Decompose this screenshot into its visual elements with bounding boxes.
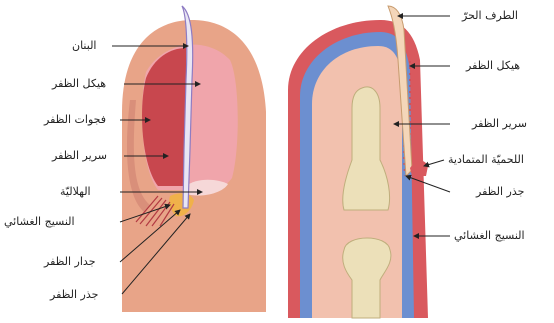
label-nail-wall: جدار الظفر bbox=[44, 255, 96, 268]
label-eponychium: اللحميّة المتمادية bbox=[448, 153, 524, 166]
label-nail-bed-right: سرير الظفر bbox=[472, 117, 527, 130]
label-nail-body-right: هيكل الظفر bbox=[466, 59, 520, 72]
label-cuticle-left: النسيج الغشائي bbox=[4, 215, 75, 228]
label-free-edge: الطرف الحرّ bbox=[462, 9, 518, 22]
finger-cross-section bbox=[288, 6, 428, 318]
label-fingertip: البنان bbox=[72, 39, 96, 52]
label-nail-body-left: هيكل الظفر bbox=[52, 77, 106, 90]
label-lunula: الهلاليّة bbox=[60, 185, 91, 198]
label-nail-grooves: فجوات الظفر bbox=[44, 113, 106, 126]
finger-top-view bbox=[122, 6, 266, 312]
label-cuticle-right: النسيج الغشائي bbox=[454, 229, 525, 242]
label-nail-root-right: جذر الظفر bbox=[476, 185, 524, 198]
label-nail-root-left: جذر الظفر bbox=[50, 288, 98, 301]
label-nail-bed-left: سرير الظفر bbox=[52, 149, 107, 162]
